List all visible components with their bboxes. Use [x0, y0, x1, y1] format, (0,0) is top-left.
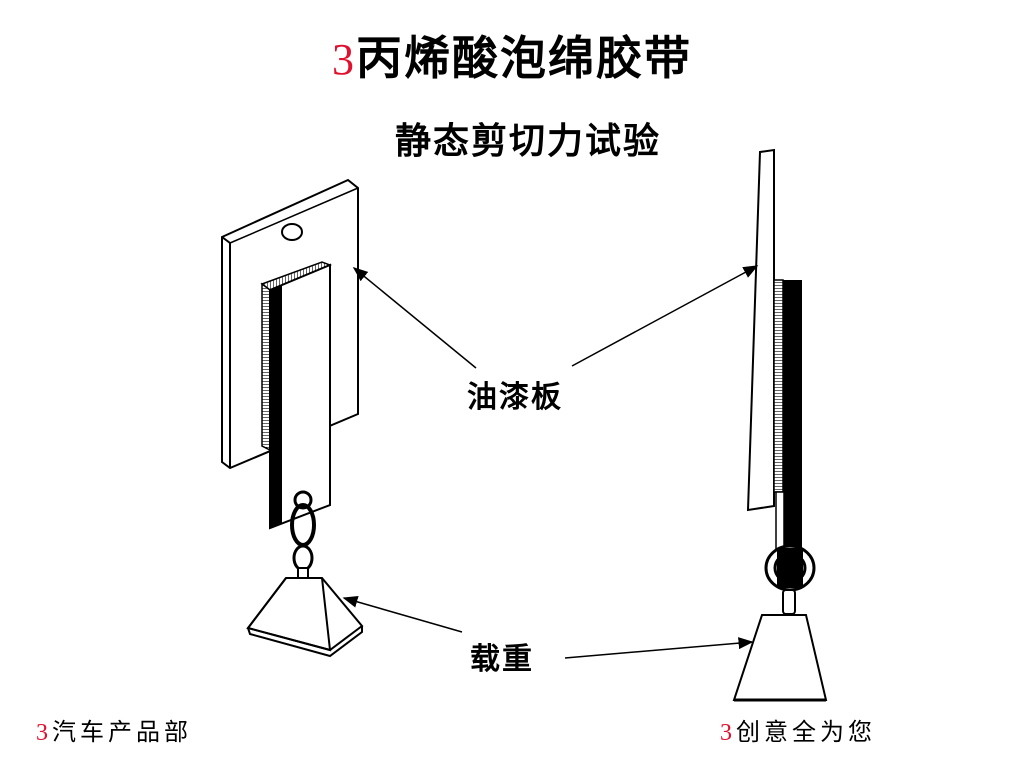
footer-left-text: 汽车产品部 [52, 718, 192, 746]
left-test-strip [269, 263, 331, 530]
footer-left-number: 3 [36, 720, 48, 746]
footer-right-text: 创意全为您 [736, 718, 876, 746]
right-painted-panel [746, 148, 775, 512]
right-panel-assembly [732, 148, 828, 702]
page-subtitle: 静态剪切力试验 [395, 120, 662, 162]
right-foam-tape [773, 279, 784, 493]
panel-arrow-right [571, 265, 759, 367]
left-weight [246, 577, 364, 658]
left-panel-assembly [221, 178, 364, 658]
load-arrow-left [342, 595, 463, 633]
right-weight [732, 614, 828, 702]
left-chain [290, 490, 316, 581]
panel-label: 油漆板 [467, 380, 563, 415]
right-chain [764, 544, 816, 615]
footer-right-number: 3 [720, 720, 732, 746]
left-panel-hole [281, 223, 303, 241]
page-title: 3丙烯酸泡绵胶带 [0, 22, 1024, 88]
title-text: 丙烯酸泡绵胶带 [356, 31, 692, 85]
load-arrow-right [564, 637, 754, 659]
title-number: 3 [332, 35, 356, 84]
panel-arrow-left [352, 267, 477, 369]
leader-lines [342, 265, 759, 659]
load-label: 载重 [470, 642, 534, 677]
